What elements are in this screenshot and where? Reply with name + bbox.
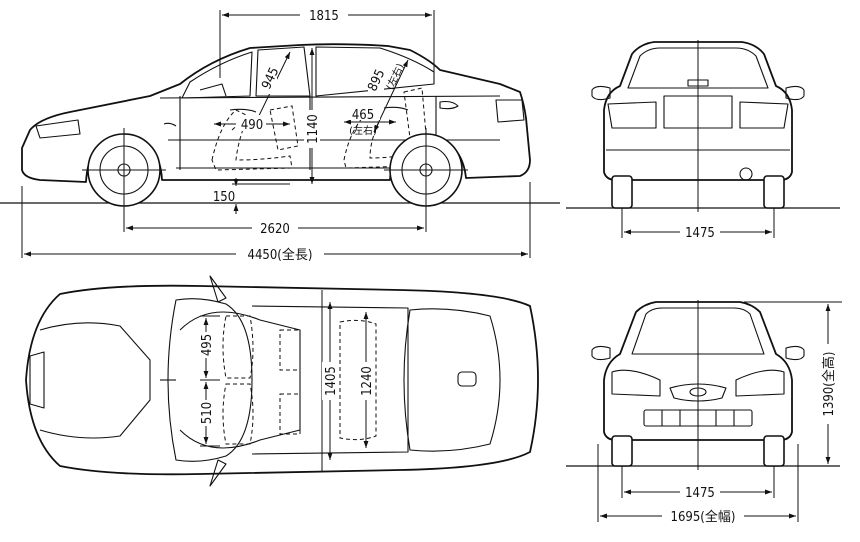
dim-label-465: 465 xyxy=(352,108,374,123)
dim-label-4450: 4450(全長) xyxy=(248,247,313,263)
dim-note-465: (左右) xyxy=(349,124,377,137)
dim-label-2620: 2620 xyxy=(260,222,290,237)
side-view: 1815 945 895 (左右) 490 1140 xyxy=(0,6,560,263)
top-view: 495 510 1405 1240 xyxy=(25,275,539,487)
rear-wheel-right xyxy=(763,175,785,209)
dim-label-1815: 1815 xyxy=(309,9,339,24)
dim-label-1405: 1405 xyxy=(324,366,339,396)
dim-1405: 1405 xyxy=(322,302,339,460)
dim-490: 490 xyxy=(214,115,290,133)
rear-wheel-left xyxy=(611,175,633,209)
front-wheel-left xyxy=(611,435,633,467)
dim-label-rear-1475: 1475 xyxy=(685,226,715,241)
side-wheel-front xyxy=(82,128,166,232)
dim-label-1390: 1390(全高) xyxy=(821,352,837,417)
dim-label-front-1475: 1475 xyxy=(685,486,715,501)
dim-label-495: 495 xyxy=(200,334,215,356)
dim-2620: 2620 xyxy=(126,219,424,237)
top-body-outline xyxy=(25,275,539,487)
dim-1140: 1140 xyxy=(304,48,321,184)
dim-label-1140: 1140 xyxy=(306,114,321,144)
dim-label-510: 510 xyxy=(200,402,215,424)
dim-150: 150 xyxy=(213,178,290,214)
dim-1240: 1240 xyxy=(358,312,375,448)
dim-1815: 1815 xyxy=(219,6,435,78)
top-interior-seats xyxy=(222,315,377,445)
dim-465: 465 (左右) xyxy=(344,108,396,137)
dim-label-1240: 1240 xyxy=(360,366,375,396)
dim-4450: 4450(全長) xyxy=(21,182,531,263)
dim-label-1695: 1695(全幅) xyxy=(671,509,736,525)
dim-945: 945 xyxy=(251,51,291,131)
front-wheel-right xyxy=(763,435,785,467)
dim-1390: 1390(全高) xyxy=(744,301,842,464)
dim-label-490: 490 xyxy=(241,118,263,133)
dim-495: 495 xyxy=(198,315,220,381)
dim-rear-1475: 1475 xyxy=(621,208,775,241)
dim-label-150: 150 xyxy=(213,190,235,205)
side-wheel-rear xyxy=(384,128,468,232)
dim-1695: 1695(全幅) xyxy=(597,444,799,525)
front-view: 1475 1695(全幅) 1390(全高) xyxy=(566,300,842,525)
dim-510: 510 xyxy=(198,382,220,447)
dim-front-1475: 1475 xyxy=(621,466,775,501)
rear-view: 1475 xyxy=(566,40,840,241)
